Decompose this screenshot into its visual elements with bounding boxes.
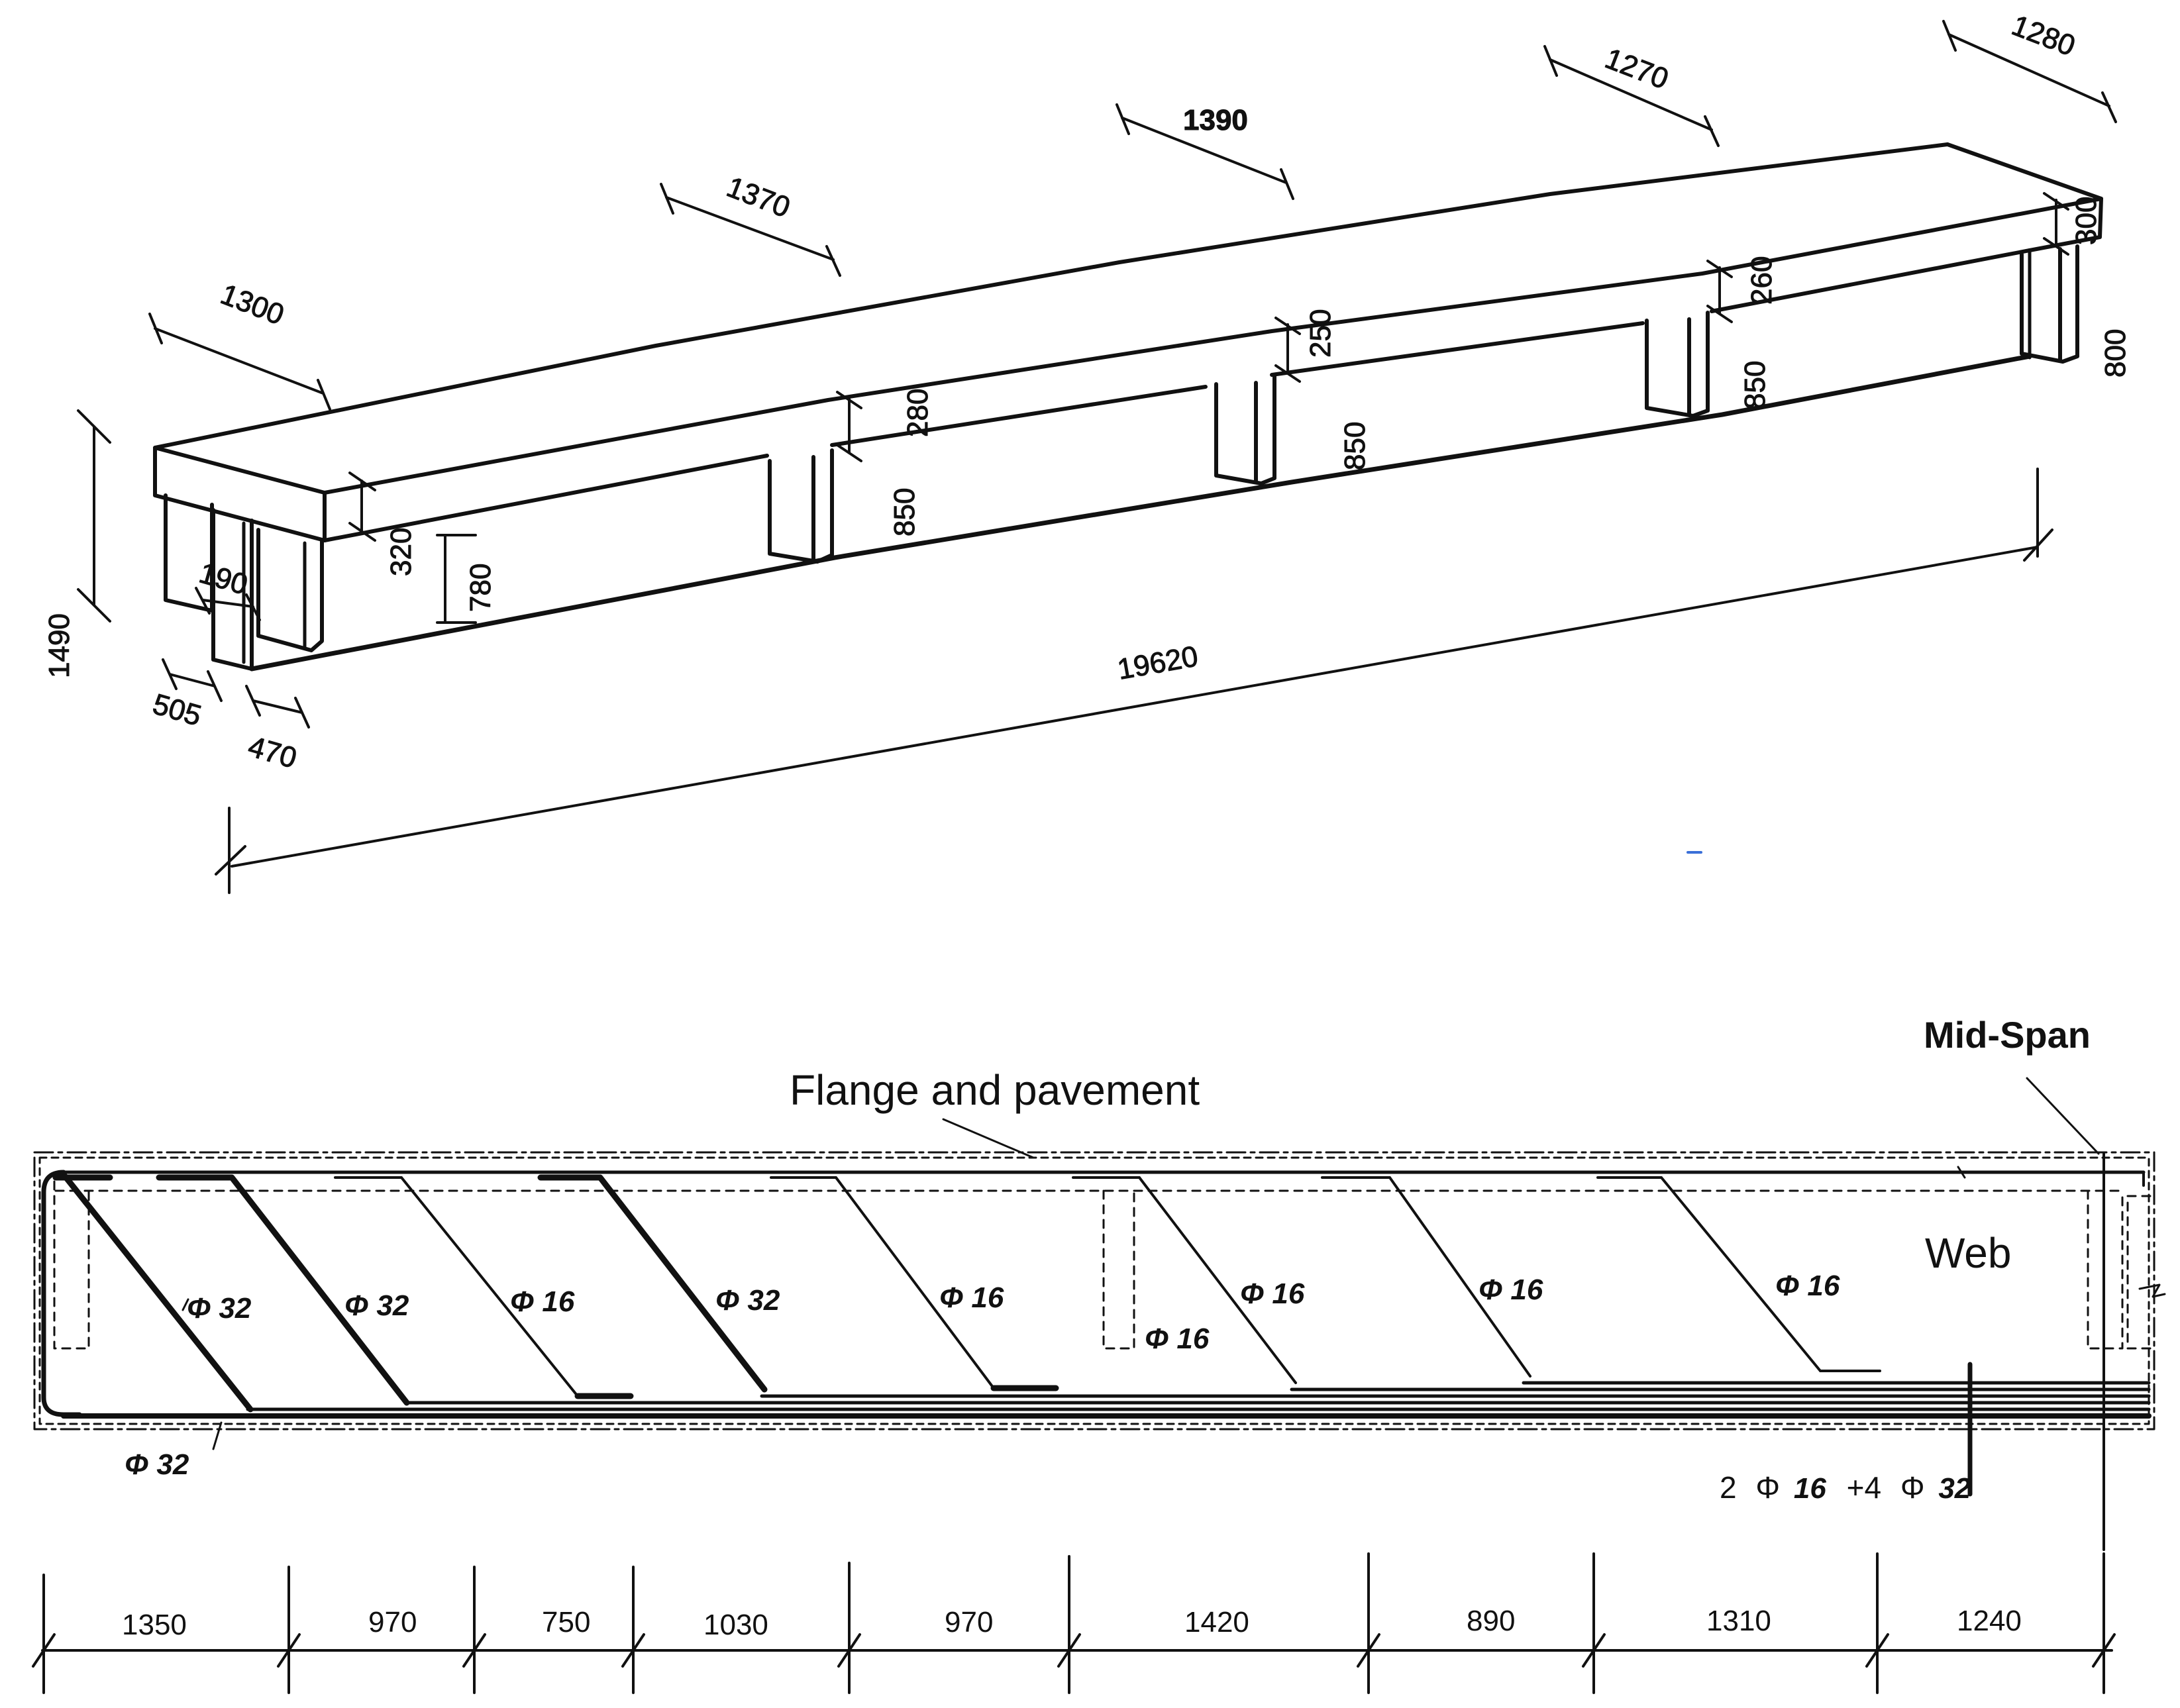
bar-label-3: Φ 16	[510, 1285, 575, 1318]
bundle-label: 2 Φ 16 +4 Φ 32	[1720, 1470, 1971, 1505]
dim-rib-2: 850	[1339, 422, 1371, 470]
segment-dim-2: 970	[368, 1606, 417, 1638]
stirrup-dashed-far	[2126, 1195, 2152, 1350]
segment-dim-7: 890	[1467, 1605, 1515, 1637]
dim-flange-4: 260	[1745, 256, 1778, 305]
flange-bottom-near-edge	[323, 248, 2032, 542]
bent-bar-4	[537, 1174, 768, 1393]
dim-flange-3: 250	[1304, 309, 1337, 358]
dim-top-1: 1300	[216, 278, 288, 332]
bent-bar-7	[1321, 1176, 1531, 1378]
dim-rib-4: 800	[2099, 329, 2132, 377]
bottom-bar-label: Φ 32	[125, 1448, 189, 1481]
iso-dimension-lines	[77, 20, 2117, 894]
bent-up-bars	[52, 1173, 1881, 1413]
leader-flange	[942, 1118, 1035, 1159]
bottom-bar-bundle	[61, 1381, 2152, 1419]
dim-rib-width-a: 505	[149, 688, 205, 732]
segment-dimension-chain	[32, 1552, 2116, 1694]
bundle-prefix-1: 2	[1720, 1470, 1737, 1505]
stirrup-label: Φ 16	[1145, 1323, 1210, 1355]
bar-label-4: Φ 32	[715, 1284, 780, 1317]
segment-dim-8: 1310	[1706, 1605, 1771, 1637]
dim-span-length: 19620	[1115, 640, 1200, 686]
leader-web	[1957, 1166, 1966, 1179]
dim-total-height: 1490	[43, 613, 76, 678]
outline-inner	[38, 1156, 2150, 1425]
stirrup-dashed-mid	[1102, 1189, 1135, 1350]
bundle-diameter-2: 32	[1938, 1472, 1971, 1505]
dim-rib-1: 850	[888, 488, 921, 536]
rib-2	[1214, 374, 1276, 485]
end-hook-left	[41, 1170, 82, 1417]
left-end-section	[164, 493, 214, 613]
dim-web-height: 780	[464, 564, 497, 612]
label-flange-pavement: Flange and pavement	[790, 1066, 1200, 1114]
dim-rib-3: 850	[1739, 361, 1771, 409]
isometric-beam: 1300 1370 1390 1270 1280 320 280 250 260…	[43, 9, 2132, 894]
dim-top-2: 1370	[722, 171, 794, 225]
flange-top-far-edge	[153, 142, 1949, 450]
bundle-prefix-2: +4	[1847, 1470, 1881, 1505]
rib-1	[768, 448, 834, 564]
bent-bar-1	[52, 1173, 254, 1413]
bent-bar-8	[1596, 1176, 1881, 1372]
segment-dim-9: 1240	[1957, 1605, 2022, 1637]
bar-label-6: Φ 16	[1240, 1278, 1305, 1310]
left-end-rib	[256, 528, 324, 652]
bar-label-2: Φ 32	[344, 1289, 409, 1322]
flange-top-near-edge	[323, 197, 2103, 495]
dim-flange-5: 300	[2070, 197, 2102, 245]
bar-label-8: Φ 16	[1775, 1270, 1840, 1302]
bent-bar-6	[1072, 1176, 1297, 1384]
bundle-symbol-1: Φ	[1755, 1470, 1780, 1505]
bundle-diameter-1: 16	[1794, 1472, 1826, 1505]
segment-dim-3: 750	[542, 1606, 590, 1638]
bar-label-7: Φ 16	[1479, 1274, 1543, 1306]
label-midspan: Mid-Span	[1924, 1014, 2091, 1056]
bar-label-1: Φ 32	[187, 1292, 252, 1325]
segment-dim-6: 1420	[1184, 1606, 1249, 1638]
leader-stirrup	[182, 1298, 189, 1311]
segment-dim-5: 970	[945, 1606, 993, 1638]
bar-label-5: Φ 16	[939, 1281, 1004, 1314]
dim-top-3: 1390	[1183, 104, 1248, 136]
end-dashed-left	[53, 1180, 90, 1350]
dim-rib-width-b: 470	[244, 730, 300, 775]
flange-end-left	[153, 446, 327, 542]
dim-flange-2: 280	[902, 389, 934, 437]
rib-4-end	[2020, 244, 2079, 364]
label-web: Web	[1925, 1229, 2011, 1277]
flange-end-right	[1946, 142, 2103, 252]
dim-flange-1: 320	[385, 528, 417, 576]
dim-top-5: 1280	[2007, 9, 2079, 63]
outline-outer	[33, 1151, 2155, 1431]
midspan-break	[2138, 1283, 2166, 1298]
rebar-elevation	[33, 1077, 2166, 1551]
segment-dim-4: 1030	[703, 1609, 768, 1641]
bent-bar-2	[156, 1174, 410, 1406]
web-bottom-edge	[249, 354, 2032, 672]
bundle-symbol-2: Φ	[1900, 1470, 1925, 1505]
leader-midspan	[2026, 1077, 2100, 1155]
rib-3	[1645, 311, 1710, 418]
leader-bottom-bar	[212, 1421, 223, 1450]
left-end-web	[211, 508, 254, 671]
segment-dim-1: 1350	[122, 1609, 187, 1641]
bent-bar-5	[770, 1176, 995, 1389]
